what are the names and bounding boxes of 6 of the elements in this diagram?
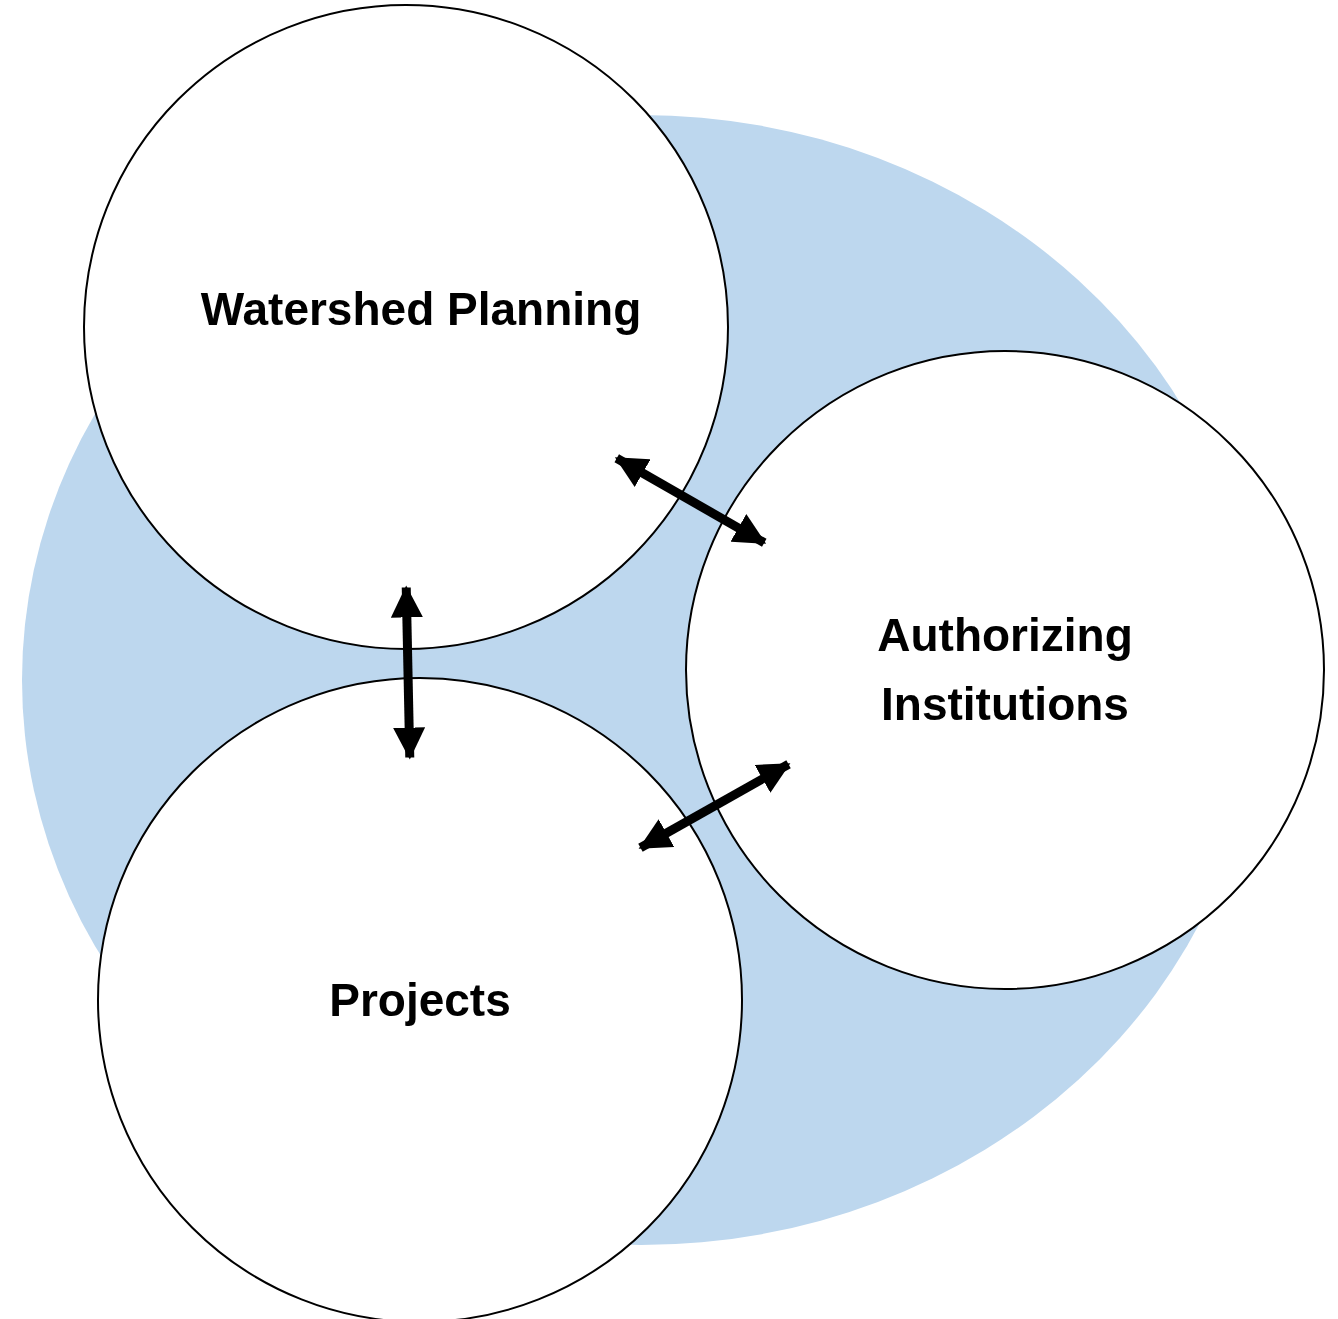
node-label: Projects [329, 972, 511, 1028]
node-label: Watershed Planning [200, 281, 642, 337]
node-label: Authorizing Institutions [876, 608, 1134, 732]
double-arrow [390, 585, 426, 760]
double-arrow [638, 760, 791, 852]
double-arrow [614, 454, 767, 547]
